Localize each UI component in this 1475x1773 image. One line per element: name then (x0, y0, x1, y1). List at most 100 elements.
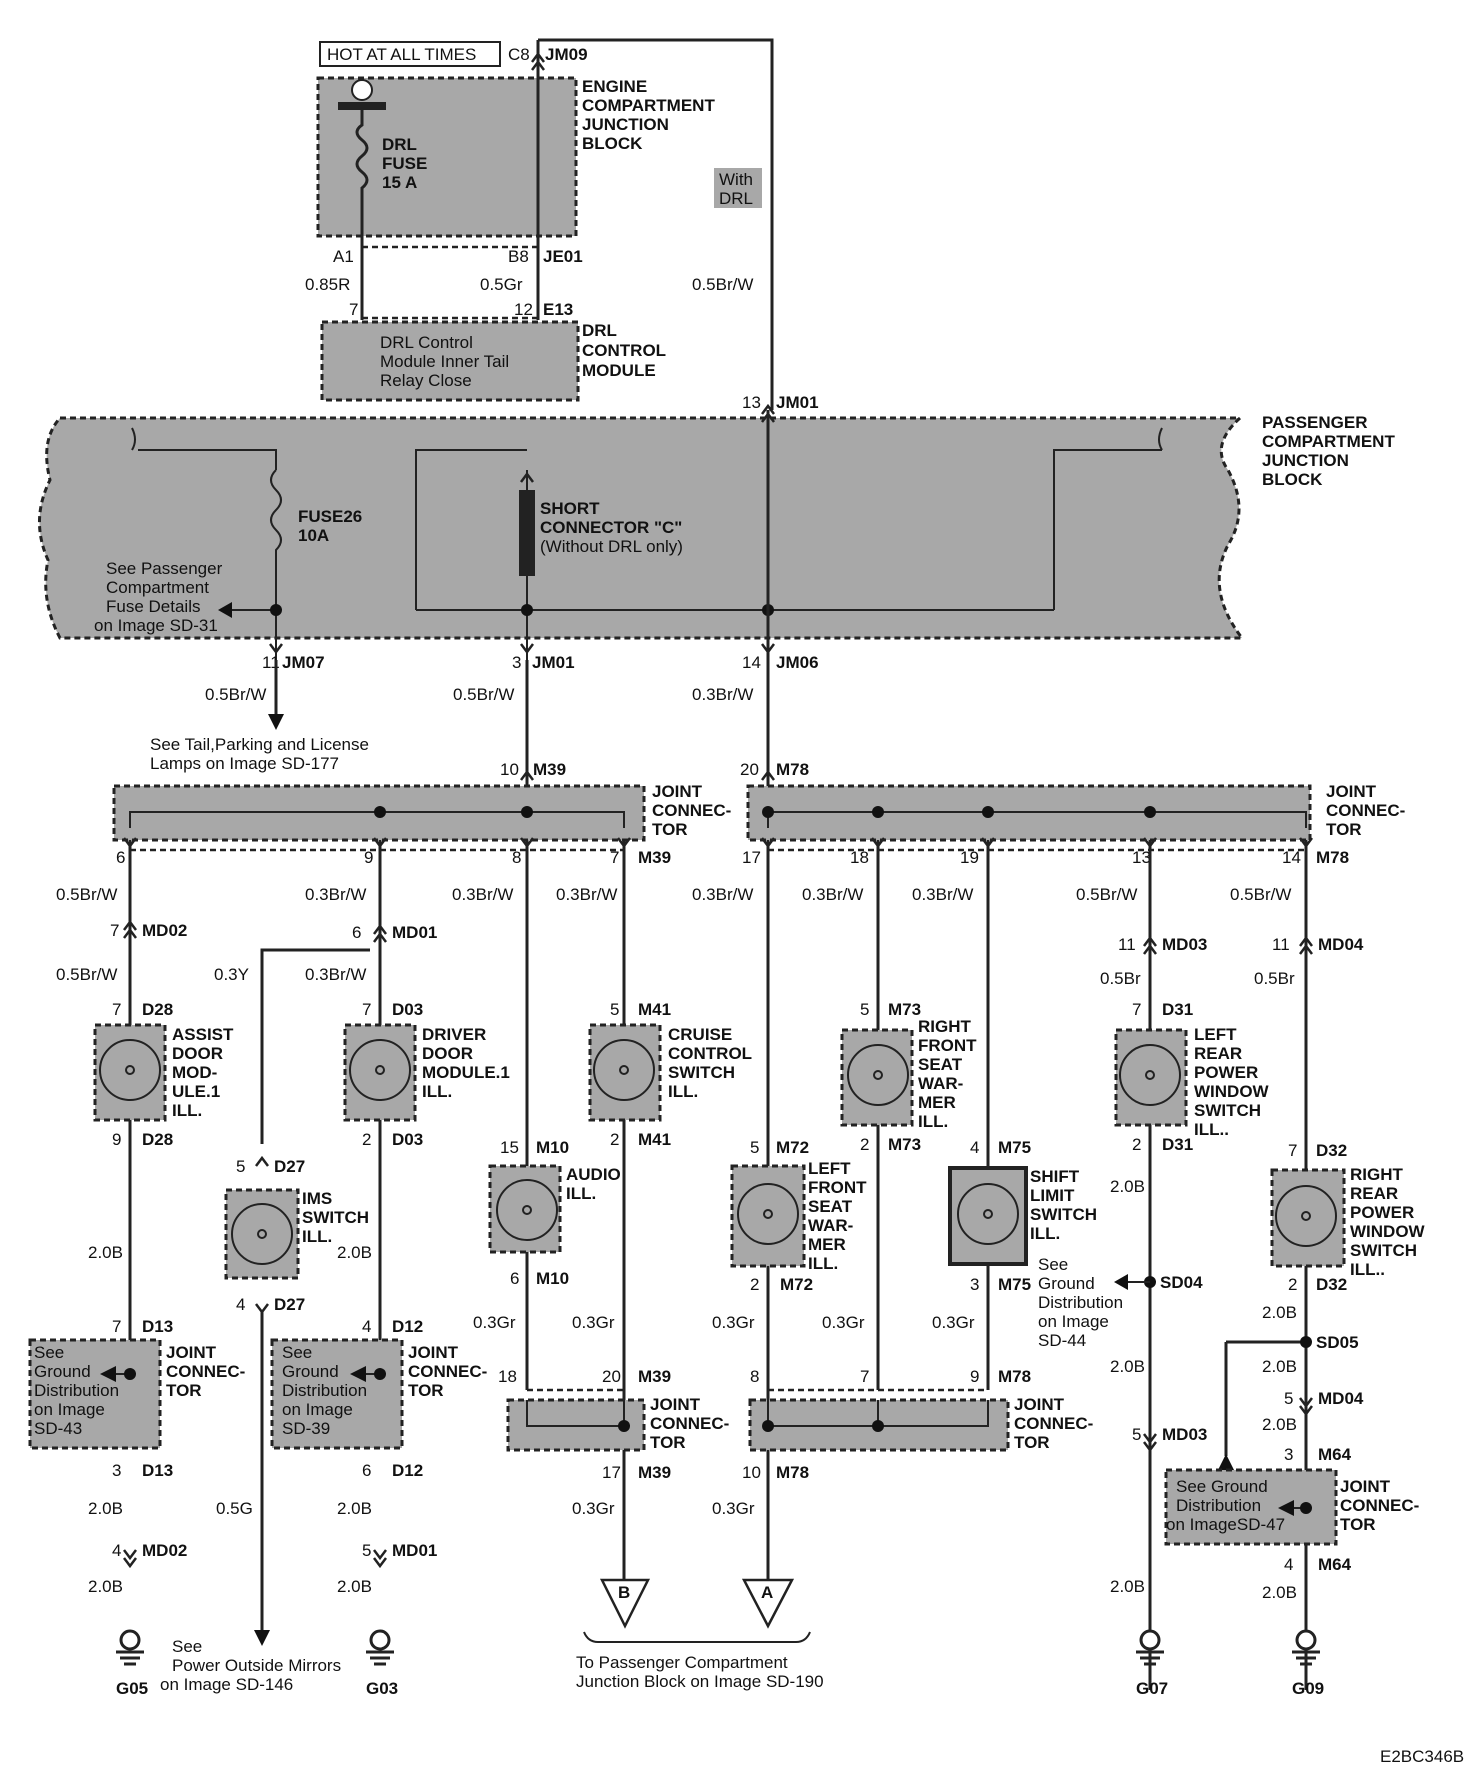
svg-text:G09: G09 (1292, 1679, 1324, 1698)
svg-text:MODULE: MODULE (582, 361, 656, 380)
svg-text:4: 4 (1284, 1555, 1293, 1574)
svg-text:SWITCH: SWITCH (302, 1208, 369, 1227)
svg-text:ILL.: ILL. (808, 1254, 838, 1273)
svg-text:G05: G05 (116, 1679, 148, 1698)
svg-text:M41: M41 (638, 1130, 671, 1149)
assist-door-module-ill (93, 1023, 167, 1122)
svg-text:SHIFT: SHIFT (1030, 1167, 1080, 1186)
svg-text:2.0B: 2.0B (1262, 1303, 1297, 1322)
svg-text:With: With (719, 170, 753, 189)
svg-text:5: 5 (1284, 1389, 1293, 1408)
svg-text:on Image: on Image (1038, 1312, 1109, 1331)
fuse26-icon (270, 469, 282, 660)
ims-switch-ill (224, 1188, 300, 1280)
svg-text:2: 2 (750, 1275, 759, 1294)
svg-text:2: 2 (1288, 1275, 1297, 1294)
svg-text:0.3Br/W: 0.3Br/W (692, 885, 753, 904)
svg-text:0.3Gr: 0.3Gr (932, 1313, 975, 1332)
svg-text:11: 11 (1272, 935, 1290, 954)
svg-text:4: 4 (236, 1295, 245, 1314)
assist-door-module-label: ASSIST DOOR MOD- ULE.1 ILL. (172, 1025, 234, 1120)
svg-text:Distribution: Distribution (1038, 1293, 1123, 1312)
svg-text:M41: M41 (638, 1000, 671, 1019)
battery-terminal-icon (338, 79, 386, 110)
shift-limit-switch-label: SHIFT LIMIT SWITCH ILL. (1030, 1167, 1097, 1243)
svg-text:CONNEC-: CONNEC- (408, 1362, 487, 1381)
svg-text:17: 17 (742, 848, 761, 867)
svg-text:JOINT: JOINT (408, 1343, 459, 1362)
svg-text:CONNEC-: CONNEC- (652, 801, 731, 820)
svg-text:Module Inner Tail: Module Inner Tail (380, 352, 509, 371)
svg-text:Power Outside Mirrors: Power Outside Mirrors (172, 1656, 341, 1675)
drl-control-module (320, 320, 580, 402)
svg-text:0.3Gr: 0.3Gr (712, 1313, 755, 1332)
svg-text:SWITCH: SWITCH (668, 1063, 735, 1082)
svg-text:2.0B: 2.0B (1262, 1415, 1297, 1434)
svg-text:9: 9 (112, 1130, 121, 1149)
svg-text:7: 7 (112, 1317, 121, 1336)
svg-text:D32: D32 (1316, 1275, 1347, 1294)
svg-text:See: See (282, 1343, 312, 1362)
ref-code: E2BC346B (1380, 1747, 1464, 1766)
svg-text:CONNEC-: CONNEC- (1326, 801, 1405, 820)
svg-text:DRL: DRL (582, 321, 617, 340)
joint-connector-m78-bottom-label: JOINT CONNEC- TOR (1014, 1395, 1093, 1452)
svg-text:SD-43: SD-43 (34, 1419, 82, 1438)
svg-text:0.3Br/W: 0.3Br/W (556, 885, 617, 904)
svg-text:Relay Close: Relay Close (380, 371, 472, 390)
svg-text:CONTROL: CONTROL (582, 341, 666, 360)
svg-text:on ImageSD-47: on ImageSD-47 (1166, 1515, 1285, 1534)
svg-text:MD01: MD01 (392, 923, 437, 942)
svg-text:FRONT: FRONT (918, 1036, 977, 1055)
see-power-outside-mirrors: See Power Outside Mirrors on Image SD-14… (160, 1637, 341, 1694)
svg-text:M78: M78 (776, 1463, 809, 1482)
svg-text:2.0B: 2.0B (1262, 1357, 1297, 1376)
svg-text:2.0B: 2.0B (337, 1499, 372, 1518)
svg-text:ILL.: ILL. (422, 1082, 452, 1101)
joint-connector-d12-label: JOINT CONNEC- TOR (408, 1343, 487, 1400)
svg-text:2: 2 (860, 1135, 869, 1154)
left-front-seat-warmer-ill (730, 1164, 806, 1268)
svg-text:18: 18 (850, 848, 869, 867)
svg-text:0.85R: 0.85R (305, 275, 350, 294)
svg-text:2.0B: 2.0B (337, 1577, 372, 1596)
svg-text:0.3Br/W: 0.3Br/W (912, 885, 973, 904)
svg-text:M73: M73 (888, 1135, 921, 1154)
connector-arrow-b: B (599, 1578, 651, 1629)
joint-connector-m39-top-label: JOINT CONNEC- TOR (652, 782, 731, 839)
svg-text:M39: M39 (533, 760, 566, 779)
svg-text:11: 11 (1118, 935, 1136, 954)
svg-text:MD04: MD04 (1318, 1389, 1364, 1408)
svg-text:0.5Br/W: 0.5Br/W (56, 885, 117, 904)
svg-text:Compartment: Compartment (106, 578, 209, 597)
see-ground-sd43: See Ground Distribution on Image SD-43 (34, 1343, 119, 1438)
svg-text:WINDOW: WINDOW (1194, 1082, 1270, 1101)
svg-text:ILL.: ILL. (172, 1101, 202, 1120)
svg-text:DOOR: DOOR (422, 1044, 473, 1063)
drl-fuse-icon (355, 110, 369, 240)
svg-text:JM01: JM01 (776, 393, 819, 412)
svg-text:6: 6 (510, 1269, 519, 1288)
hot-at-all-times-label: HOT AT ALL TIMES (319, 41, 501, 67)
svg-text:0.5Br/W: 0.5Br/W (56, 965, 117, 984)
svg-text:MD04: MD04 (1318, 935, 1364, 954)
svg-text:20: 20 (740, 760, 759, 779)
svg-text:ILL..: ILL.. (1350, 1260, 1385, 1279)
svg-text:See: See (34, 1343, 64, 1362)
svg-text:BLOCK: BLOCK (582, 134, 643, 153)
svg-text:ULE.1: ULE.1 (172, 1082, 220, 1101)
svg-text:MODULE.1: MODULE.1 (422, 1063, 510, 1082)
svg-text:2.0B: 2.0B (337, 1243, 372, 1262)
svg-text:M10: M10 (536, 1138, 569, 1157)
svg-text:on Image SD-146: on Image SD-146 (160, 1675, 293, 1694)
svg-text:D27: D27 (274, 1295, 305, 1314)
svg-text:20: 20 (602, 1367, 621, 1386)
svg-text:(Without DRL only): (Without DRL only) (540, 537, 683, 556)
svg-text:0.3Gr: 0.3Gr (473, 1313, 516, 1332)
see-tail-parking-lamps: See Tail,Parking and License Lamps on Im… (150, 735, 369, 773)
svg-text:DOOR: DOOR (172, 1044, 223, 1063)
svg-text:9: 9 (970, 1367, 979, 1386)
svg-text:Distribution: Distribution (282, 1381, 367, 1400)
svg-text:0.3Gr: 0.3Gr (572, 1313, 615, 1332)
svg-text:CONNEC-: CONNEC- (166, 1362, 245, 1381)
